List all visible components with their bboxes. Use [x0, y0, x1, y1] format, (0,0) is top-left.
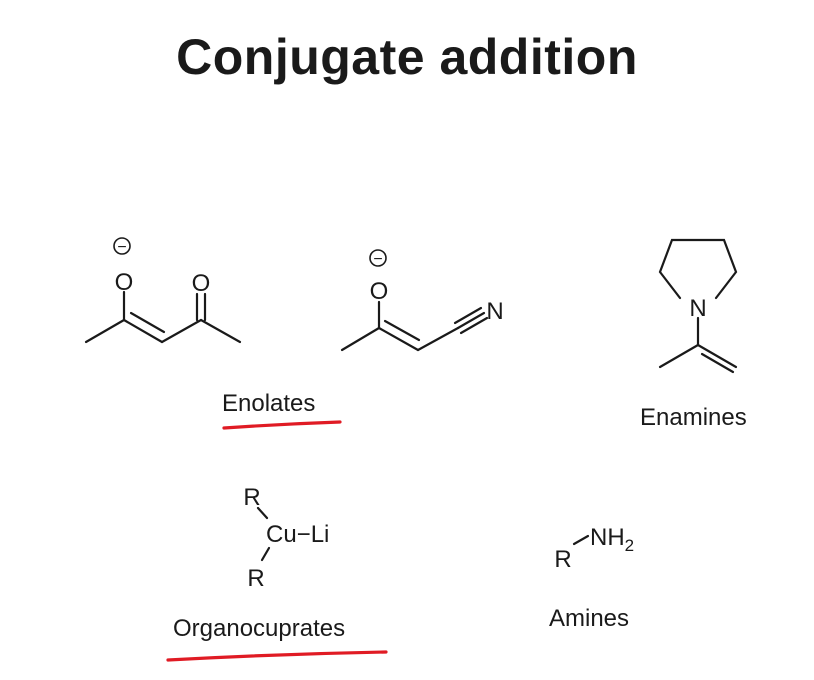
negative-charge-circle	[113, 237, 131, 255]
organocuprates-label: Organocuprates	[173, 615, 346, 642]
oxygen-atom-label: O	[192, 270, 211, 297]
enolates-underline	[222, 420, 342, 430]
amines-label: Amines	[549, 605, 630, 632]
copper-lithium-label: Cu−Li	[266, 521, 329, 548]
organocuprates-underline	[166, 650, 388, 662]
page-title: Conjugate addition	[176, 29, 638, 85]
nitrogen-atom-label: N	[689, 295, 706, 322]
r-group-label: R	[554, 546, 571, 573]
amine-structure	[572, 534, 590, 546]
pyrrolidine-enamine-structure	[658, 238, 738, 374]
negative-charge-sign: −	[373, 251, 382, 268]
r-group-label: R	[247, 565, 264, 592]
organocuprate-structure	[256, 506, 271, 562]
acetylacetonate-enolate-structure	[84, 290, 242, 344]
nitrogen-atom-label: N	[486, 298, 503, 325]
negative-charge-circle	[369, 249, 387, 267]
enolates-label: Enolates	[222, 390, 316, 417]
nh-text: NH	[590, 524, 625, 551]
oxygen-atom-label: O	[370, 278, 389, 305]
subscript-2: 2	[625, 536, 634, 555]
oxygen-atom-label: O	[115, 269, 134, 296]
negative-charge-sign: −	[117, 239, 126, 256]
cyano-enolate-structure	[340, 300, 489, 352]
nh2-label: NH2	[590, 524, 634, 555]
enamines-label: Enamines	[640, 404, 747, 431]
r-group-label: R	[243, 484, 260, 511]
